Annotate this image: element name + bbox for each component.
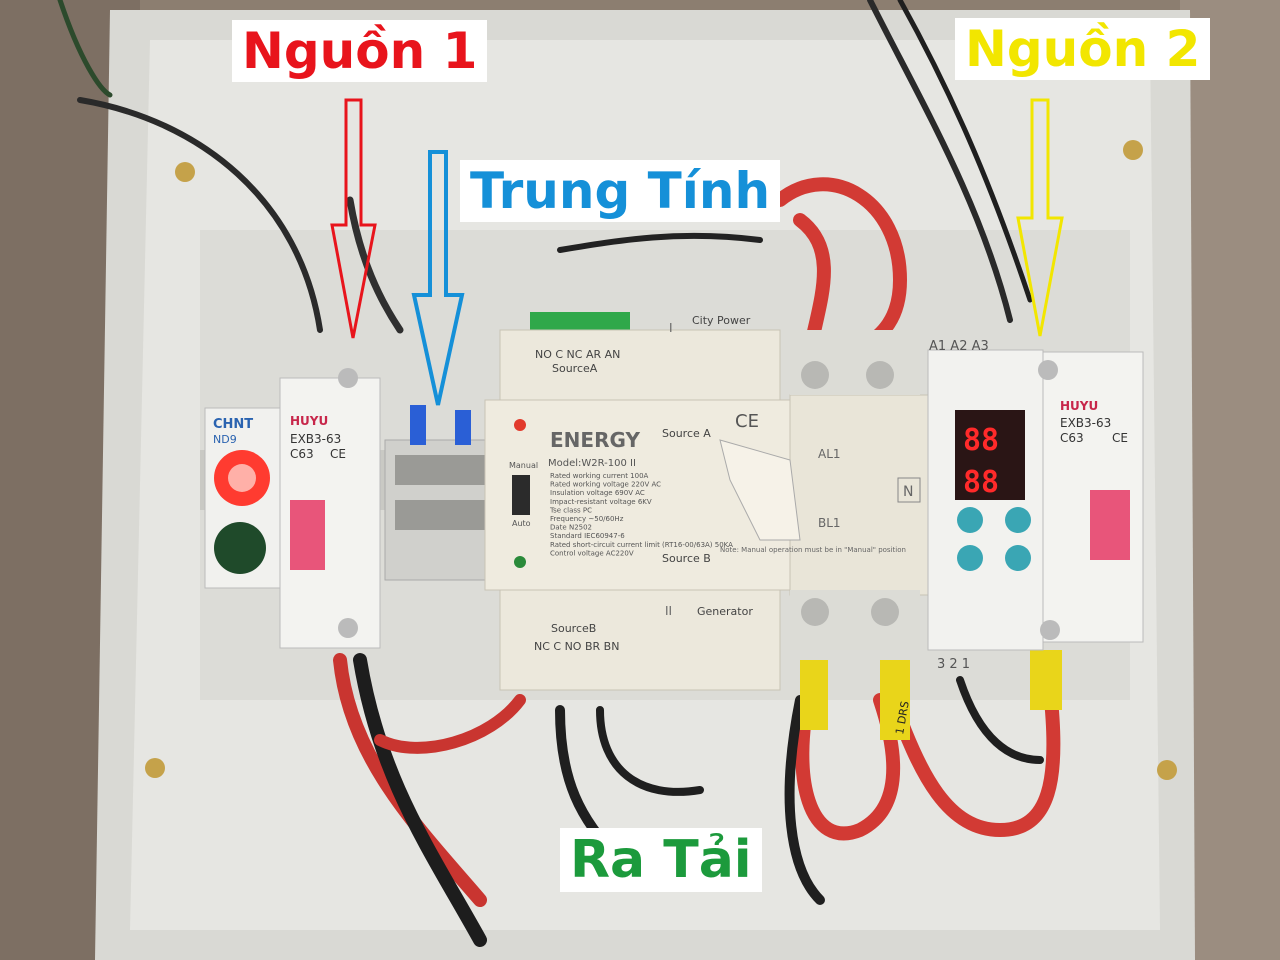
ats-bottom-terminal-labels: NC C NO BR BN <box>534 640 619 653</box>
screw-hole-top-right <box>1123 140 1143 160</box>
ats-spec-line: Rated short-circuit current limit (RT16-… <box>550 541 733 549</box>
relay-knob-2[interactable] <box>1005 507 1031 533</box>
terminal-screw-al1 <box>801 361 829 389</box>
ats-manual-label: Manual <box>509 461 538 470</box>
left-indicator-model: ND9 <box>213 433 237 446</box>
ats-spec-line: Impact-resistant voltage 6KV <box>550 498 652 506</box>
relay-knob-4[interactable] <box>1005 545 1031 571</box>
ats-al1: AL1 <box>818 447 841 461</box>
relay-terminals-top: A1 A2 A3 <box>929 339 989 354</box>
ats-ce: CE <box>735 411 759 432</box>
ats-city-power: City Power <box>692 314 751 327</box>
right-breaker-ce: CE <box>1112 431 1128 445</box>
neutral-busbar <box>384 405 496 581</box>
left-indicator-module: CHNT ND9 <box>204 407 281 589</box>
ats-handle[interactable] <box>719 439 801 541</box>
source-1-arrow <box>330 98 377 339</box>
source-2-arrow <box>1016 98 1064 337</box>
green-indicator-lamp <box>214 522 266 574</box>
ats-model: Model:W2R-100 II <box>548 458 636 469</box>
left-breaker-toggle[interactable] <box>290 500 325 570</box>
left-breaker-rating: C63 <box>290 447 314 461</box>
screw-hole-bottom-left <box>145 758 165 778</box>
ats-spec-line: Tse class PC <box>549 506 592 514</box>
relay-display-top: 88 <box>963 423 999 458</box>
relay-knob-1[interactable] <box>957 507 983 533</box>
neutral-arrow <box>411 150 465 406</box>
right-breaker-rating: C63 <box>1060 431 1084 445</box>
source-b-led <box>514 556 526 568</box>
left-breaker-model: EXB3-63 <box>290 432 341 446</box>
source-a-led <box>514 419 526 431</box>
voltage-relay: A1 A2 A3 88 88 3 2 1 <box>927 339 1044 672</box>
right-breaker-toggle[interactable] <box>1090 490 1130 560</box>
ats-spec-line: Standard IEC60947-6 <box>550 532 625 540</box>
ats-spec-line: Insulation voltage 690V AC <box>550 489 645 497</box>
terminal-screw-al2 <box>866 361 894 389</box>
ats-top-terminal-labels: NO C NC AR AN <box>535 348 620 361</box>
floor-right <box>1180 0 1280 960</box>
label-load-out: Ra Tải <box>560 828 762 892</box>
ats-switch: NO C NC AR AN SourceA I City Power ENERG… <box>484 314 946 691</box>
label-source-2: Nguồn 2 <box>955 18 1211 80</box>
ats-city-power-num: I <box>669 321 673 335</box>
left-breaker-ce: CE <box>330 447 346 461</box>
ats-spec-line: Rated working current 100A <box>550 472 649 480</box>
screw-hole-bottom-right <box>1157 760 1177 780</box>
ats-bl1: BL1 <box>818 516 841 530</box>
ats-bottom-terminal-name: SourceB <box>551 622 596 635</box>
relay-knob-3[interactable] <box>957 545 983 571</box>
ats-brand: ENERGY <box>550 428 640 452</box>
right-breaker: HUYU EXB3-63 C63 CE <box>1038 351 1144 643</box>
manual-auto-switch[interactable] <box>512 475 530 515</box>
ats-spec-line: Control voltage AC220V <box>550 549 634 557</box>
label-source-1: Nguồn 1 <box>232 20 488 82</box>
ats-source-a: Source A <box>662 427 711 440</box>
ats-spec-line: Frequency ~50/60Hz <box>550 515 624 523</box>
label-neutral: Trung Tính <box>460 160 781 222</box>
ats-auto-label: Auto <box>512 519 531 528</box>
ats-spec-line: Rated working voltage 220V AC <box>550 481 661 489</box>
screw-hole-top-left <box>175 162 195 182</box>
relay-display-bottom: 88 <box>963 465 999 500</box>
ats-spec-line: Date N2502 <box>550 524 592 532</box>
terminal-screw-bl2 <box>871 598 899 626</box>
ats-source-b: Source B <box>662 552 711 565</box>
wire-tag-text: 1 DRS <box>893 700 912 735</box>
left-breaker-brand: HUYU <box>290 414 328 428</box>
relay-terminals-bottom: 3 2 1 <box>937 657 970 672</box>
yellow-wire-tag <box>800 660 828 730</box>
yellow-wire-tag-drs <box>880 660 910 740</box>
ats-generator-num: II <box>665 604 672 618</box>
left-breaker: HUYU EXB3-63 C63 CE <box>279 368 381 649</box>
right-breaker-brand: HUYU <box>1060 399 1098 413</box>
ats-n: N <box>903 484 913 500</box>
right-breaker-model: EXB3-63 <box>1060 416 1111 430</box>
left-indicator-brand: CHNT <box>213 417 253 432</box>
ats-top-terminal-name: SourceA <box>552 362 598 375</box>
terminal-screw-bl1 <box>801 598 829 626</box>
ats-generator: Generator <box>697 605 753 618</box>
ats-note: Note: Manual operation must be in "Manua… <box>720 546 906 554</box>
